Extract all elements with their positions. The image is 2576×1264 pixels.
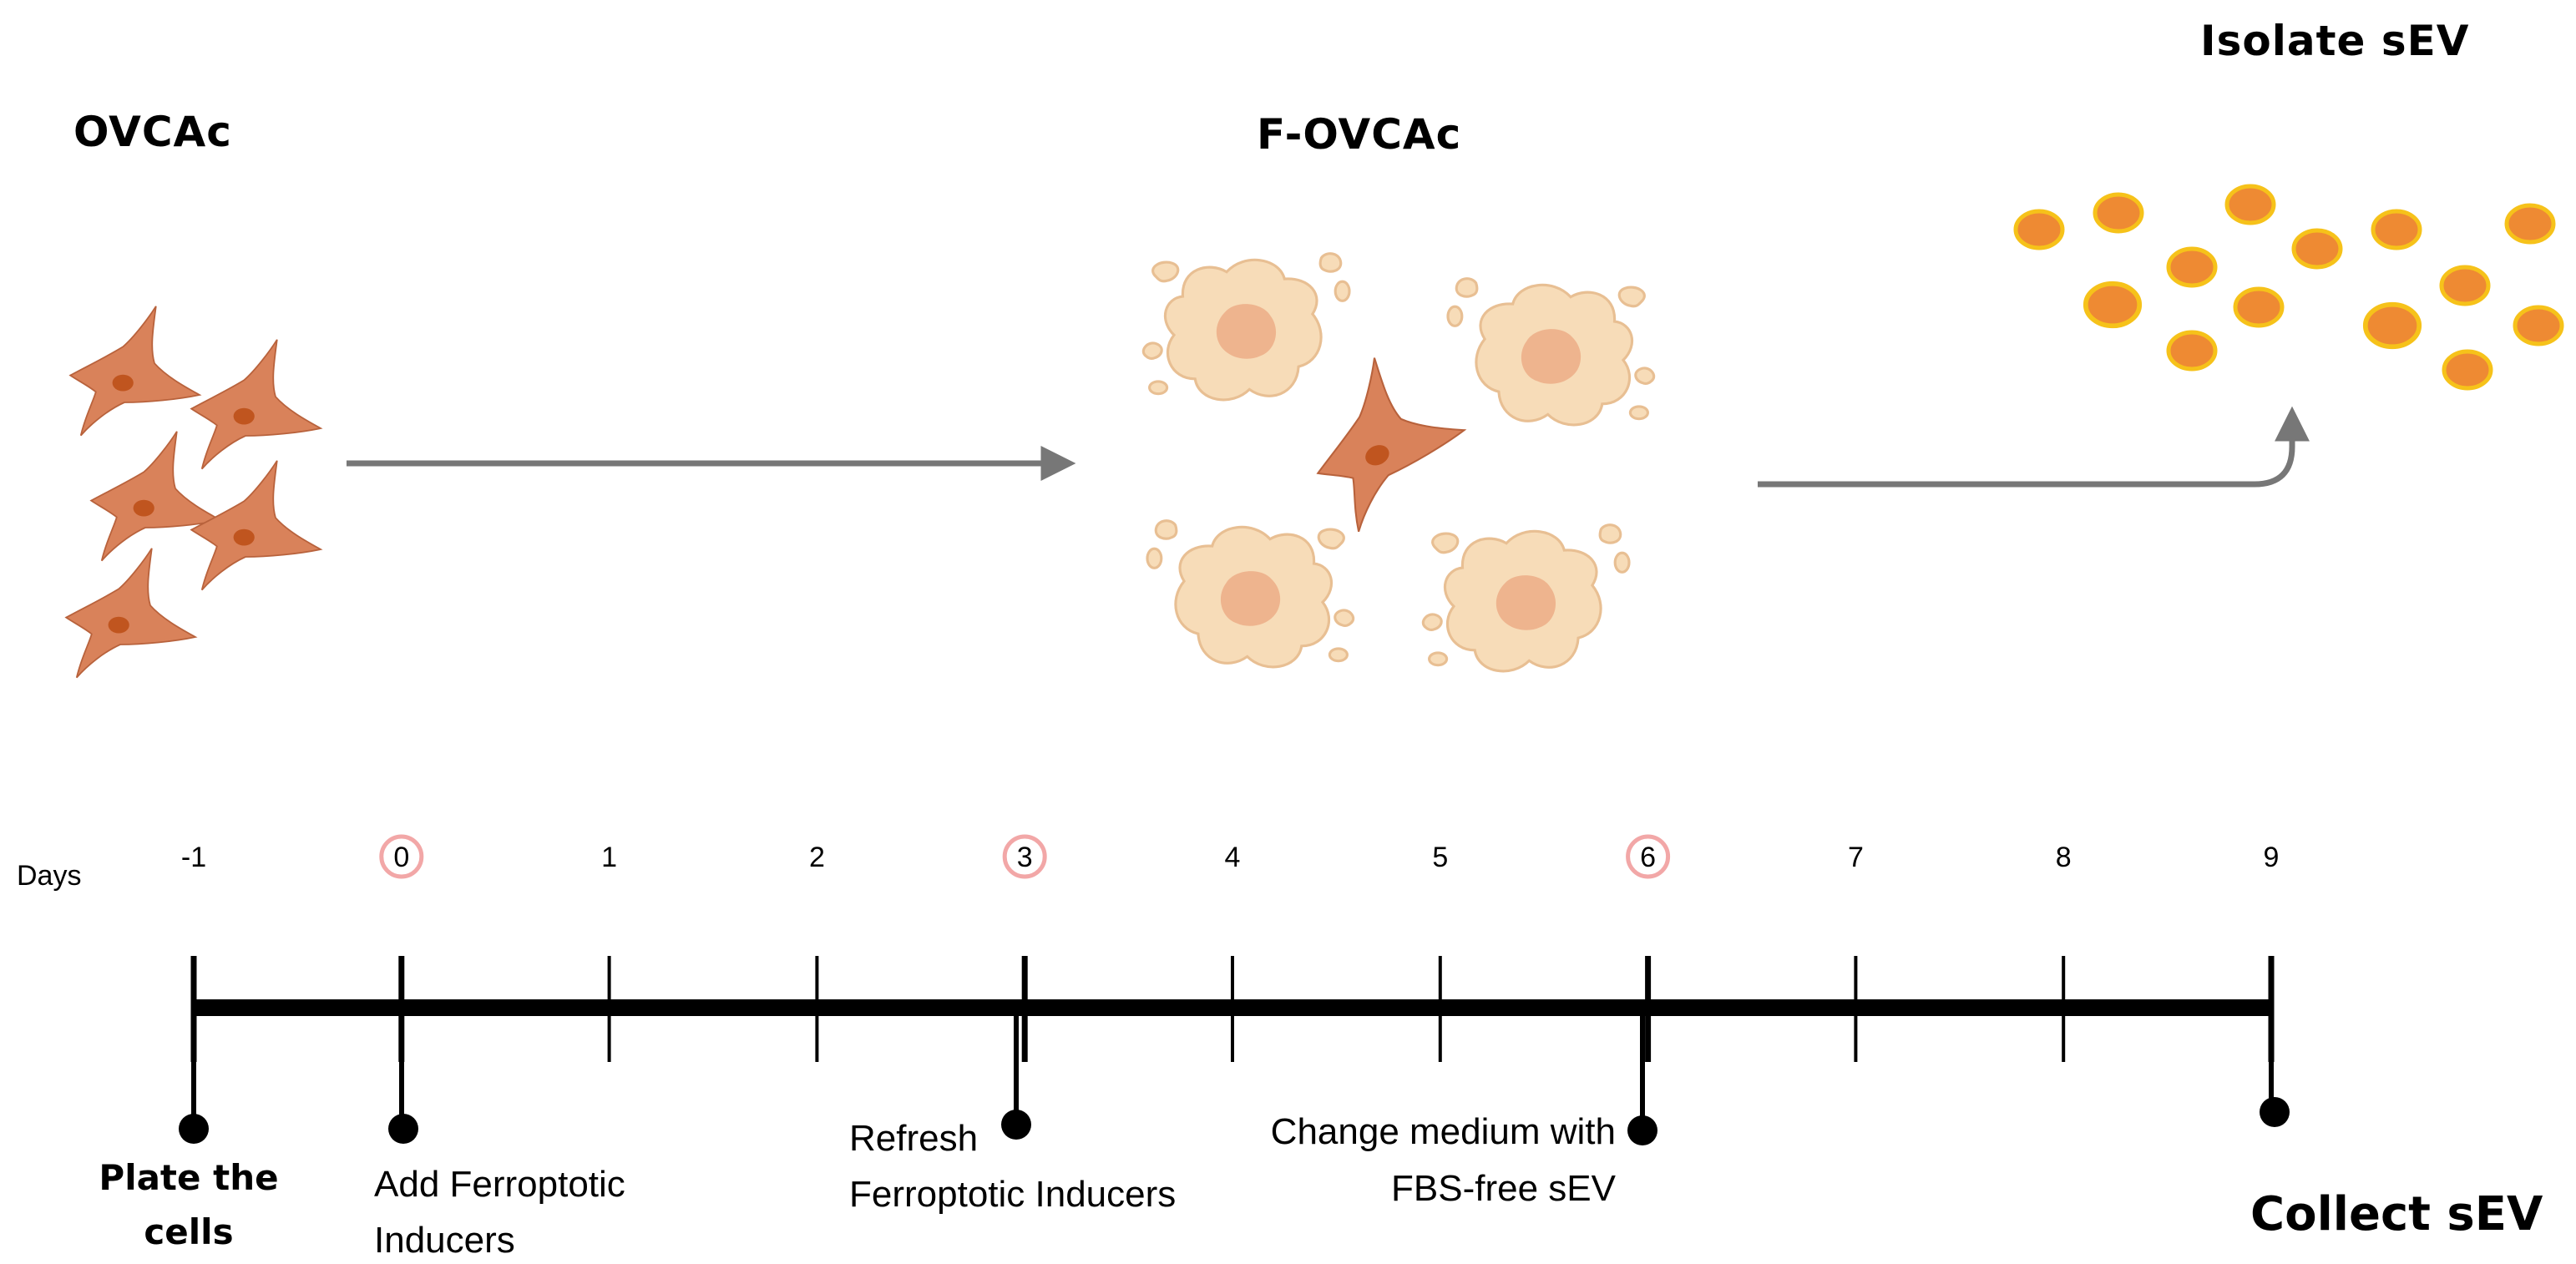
vesicle-icon (2507, 205, 2553, 242)
vesicle-icon (2095, 195, 2142, 231)
event-marker (388, 1114, 418, 1144)
day-label: 2 (809, 842, 825, 873)
healthy-cell-icon (69, 305, 200, 437)
ferroptotic-cell-icon (1141, 252, 1351, 402)
event-marker (179, 1114, 209, 1144)
ferroptotic-cell-icon (1446, 277, 1656, 427)
event-plate-cells-line1: Plate the (99, 1157, 278, 1198)
vesicle-icon (2169, 332, 2215, 369)
vesicle-icon (2373, 211, 2420, 248)
day-label: 0 (393, 842, 409, 873)
healthy-cell-icon (190, 459, 321, 591)
vesicle-icon (2444, 351, 2491, 388)
event-marker (1627, 1115, 1657, 1145)
vesicle-icon (2227, 186, 2274, 223)
event-marker (1001, 1110, 1031, 1140)
day-highlight-ring (1626, 834, 1671, 879)
ferroptotic-cells-group (1141, 252, 1656, 673)
vesicle-icon (2442, 267, 2488, 304)
vesicle-icon (2366, 305, 2419, 347)
day-label: 7 (1848, 842, 1864, 873)
stage-title-f-ovcac: F-OVCAc (1257, 110, 1461, 159)
event-plate-cells-line2: cells (144, 1211, 233, 1252)
event-collect-sev: Collect sEV (2250, 1187, 2543, 1241)
day-label: 1 (601, 842, 617, 873)
vesicle-icon (2086, 284, 2139, 326)
vesicle-icon (2016, 211, 2062, 248)
vesicle-icon (2169, 249, 2215, 286)
stage-title-isolate-sev: Isolate sEV (2200, 17, 2469, 65)
event-marker (2260, 1097, 2290, 1127)
healthy-cell-icon (190, 338, 321, 470)
day-labels: -1 0 1 2 3 4 5 6 7 8 9 (181, 834, 2280, 879)
day-label: 8 (2056, 842, 2072, 873)
event-add-inducers-line1: Add Ferroptotic (374, 1164, 625, 1205)
healthy-cell-icon (65, 547, 196, 679)
day-highlight-ring (379, 834, 424, 879)
vesicle-icon (2294, 230, 2341, 267)
event-add-inducers-line2: Inducers (374, 1220, 515, 1261)
vesicle-icon (2235, 289, 2282, 326)
vesicles-group (2016, 186, 2562, 388)
event-refresh-line2: Ferroptotic Inducers (849, 1174, 1176, 1215)
day-label: -1 (181, 842, 206, 873)
healthy-cell-icon (90, 430, 221, 562)
days-axis-label: Days (17, 860, 81, 892)
ferroptotic-cell-icon (1421, 523, 1631, 673)
day-label: 4 (1225, 842, 1241, 873)
day-label: 9 (2264, 842, 2280, 873)
event-change-medium-line2: FBS-free sEV (1391, 1168, 1617, 1209)
healthy-cells-group (65, 305, 321, 679)
day-label: 6 (1640, 842, 1656, 873)
stage-title-ovcac: OVCAc (73, 108, 232, 156)
day-highlight-ring (1002, 834, 1047, 879)
event-markers (179, 1008, 2290, 1145)
event-change-medium-line1: Change medium with (1271, 1111, 1616, 1152)
ferroptotic-cell-icon (1146, 519, 1355, 669)
event-refresh-line1: Refresh (849, 1118, 978, 1159)
healthy-cell-icon (1283, 335, 1485, 538)
day-label: 5 (1432, 842, 1448, 873)
arrow-icon (1758, 406, 2310, 488)
day-label: 3 (1017, 842, 1033, 873)
vesicle-icon (2515, 307, 2562, 344)
